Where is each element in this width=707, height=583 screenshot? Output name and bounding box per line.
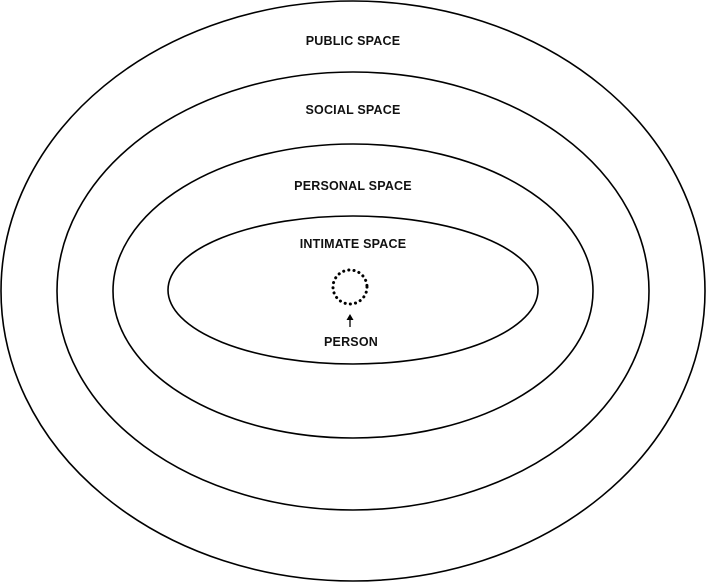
social-space-label: SOCIAL SPACE xyxy=(305,103,400,117)
public-space-label: PUBLIC SPACE xyxy=(306,34,401,48)
social-space-ring xyxy=(56,71,650,511)
personal-space-ring xyxy=(112,143,594,439)
personal-space-label: PERSONAL SPACE xyxy=(294,179,412,193)
person-dotted-circle-icon xyxy=(331,268,369,306)
intimate-space-ring xyxy=(167,215,539,365)
up-arrow-icon xyxy=(346,314,354,327)
intimate-space-label: INTIMATE SPACE xyxy=(300,237,407,251)
person-label: PERSON xyxy=(324,335,378,349)
